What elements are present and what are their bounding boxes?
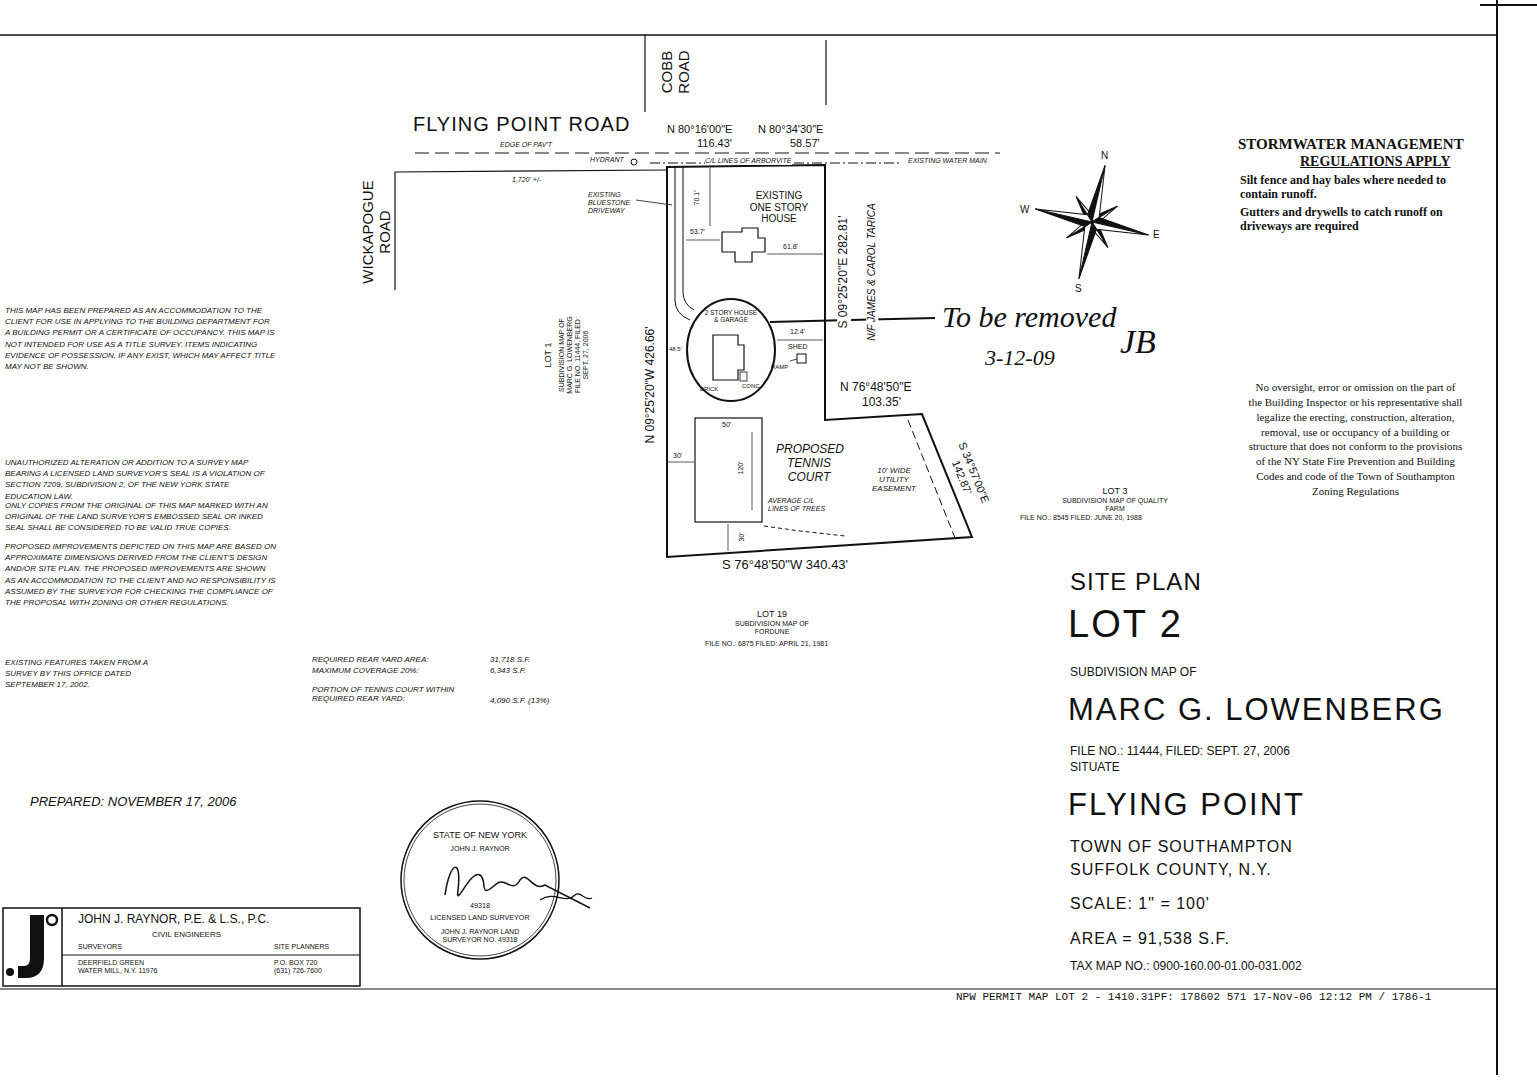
map-label: SUBDIVISION MAP OF QUALITY FARM — [1062, 497, 1168, 513]
node-text: LICENSED LAND SURVEYOR — [400, 914, 560, 922]
map-label: N 80°34'30"E — [758, 123, 823, 136]
map-label: UNAUTHORIZED ALTERATION OR ADDITION TO A… — [5, 457, 277, 502]
map-label: Gutters and drywells to catch runoff on … — [1240, 206, 1485, 234]
map-label: 48.5' — [669, 346, 682, 353]
map-label: AREA = 91,538 S.F. — [1070, 930, 1230, 948]
map-label: 3-12-09 — [985, 345, 1055, 370]
map-label: LOT 19 — [737, 609, 807, 619]
map-label: FILE NO.: 6875 FILED: APRIL 21, 1981 — [705, 640, 828, 648]
map-label: EDGE OF PAV'T — [500, 141, 552, 149]
map-label: 10' WIDE UTILITY EASEMENT — [866, 466, 922, 494]
map-label: TAX MAP NO.: 0900-160.00-01.00-031.002 — [1070, 960, 1302, 974]
map-label: No oversight, error or omission on the p… — [1248, 380, 1463, 499]
node-text: JOHN J. RAYNOR LAND SURVEYOR NO. 49318 — [435, 928, 525, 944]
map-label: EXISTING ONE STORY HOUSE — [748, 190, 810, 225]
map-label: JB — [1120, 322, 1156, 361]
node-text: 49318 — [400, 902, 560, 910]
map-label: 12.4' — [790, 328, 805, 336]
map-label: WICKAPOGUE ROAD — [359, 175, 394, 290]
map-label: PROPOSED TENNIS COURT — [776, 443, 842, 484]
map-label: S — [1075, 283, 1082, 295]
map-label: EXISTING BLUESTONE DRIVEWAY — [588, 191, 634, 215]
map-label: 31,718 S.F. — [490, 655, 530, 664]
map-label: N 80°16'00"E — [667, 123, 732, 136]
map-label: FILE NO.: 8545 FILED: JUNE 20, 1988 — [1020, 514, 1142, 522]
map-label: 53.7' — [690, 228, 705, 236]
map-label: COBB ROAD — [658, 47, 693, 97]
map-label: EXISTING FEATURES TAKEN FROM A SURVEY BY… — [5, 657, 180, 691]
map-label: THIS MAP HAS BEEN PREPARED AS AN ACCOMMO… — [5, 305, 277, 372]
map-label: ONLY COPIES FROM THE ORIGINAL OF THIS MA… — [5, 500, 277, 534]
map-label: TOWN OF SOUTHAMPTON — [1070, 838, 1293, 856]
node-text: SURVEYORS — [78, 943, 122, 951]
map-label: N 09°25'20"W 426.66' — [644, 326, 658, 443]
map-label: SUBDIVISION MAP OF MARC G. LOWENBERG FIL… — [558, 309, 590, 401]
map-label: S 09°25'20"E 282.81' — [837, 215, 851, 328]
map-label: EXISTING WATER MAIN — [908, 157, 987, 165]
map-label: C/L LINES OF ARBORVITE — [705, 157, 792, 165]
map-label: SUFFOLK COUNTY, N.Y. — [1070, 861, 1272, 879]
map-label: 120' — [737, 461, 745, 474]
map-label: 30' — [673, 452, 682, 460]
node-text: JOHN J. RAYNOR — [400, 845, 560, 853]
map-label: E — [1153, 229, 1160, 241]
map-label: S 76°48'50"W 340.43' — [722, 558, 848, 573]
map-label: 70.1' — [693, 191, 701, 206]
node-text: STATE OF NEW YORK — [400, 830, 560, 840]
circled-house: 2 STORY HOUSE & GARAGE — [686, 298, 776, 402]
map-label: LOT 2 — [1068, 603, 1183, 647]
map-label: STORMWATER MANAGEMENT — [1238, 136, 1464, 153]
node-text: SITE PLANNERS — [274, 943, 329, 951]
sheet-title: SITE PLAN — [1070, 568, 1202, 596]
node-text: 2 STORY HOUSE & GARAGE — [703, 309, 759, 324]
map-label: FILE NO.: 11444, FILED: SEPT. 27, 2006 — [1070, 745, 1290, 759]
map-label: 6,343 S.F. — [490, 666, 526, 675]
map-label: NPW PERMIT MAP LOT 2 - 1410.31PF: 178602… — [956, 991, 1431, 1004]
map-label: 58.57' — [790, 137, 820, 150]
map-label: HYDRANT — [590, 156, 624, 164]
map-label: REGULATIONS APPLY — [1300, 154, 1451, 170]
node-text: P.O. BOX 720 (631) 726-7600 — [274, 959, 332, 975]
map-label: SHED — [788, 343, 807, 351]
node-text: DEERFIELD GREEN WATER MILL, N.Y. 11976 — [78, 959, 166, 975]
map-label: SCALE: 1" = 100' — [1070, 895, 1210, 913]
surveyor-seal: STATE OF NEW YORK JOHN J. RAYNOR 49318LICE… — [400, 800, 560, 970]
map-label: N — [1101, 150, 1108, 162]
map-label: 116.43' — [697, 137, 732, 150]
map-label: LOT 3 — [1090, 486, 1140, 496]
map-label: MARC G. LOWENBERG — [1068, 692, 1445, 728]
node-text: CIVIL ENGINEERS — [152, 930, 221, 939]
node-outline — [400, 800, 560, 970]
map-label: W — [1020, 204, 1029, 216]
node-text: JOHN J. RAYNOR, P.E. & L.S., P.C. — [78, 913, 269, 927]
map-label: REQUIRED REAR YARD AREA: — [312, 655, 428, 664]
map-label: 1,720' +/- — [512, 176, 541, 184]
map-label: MAXIMUM COVERAGE 20%: — [312, 666, 419, 675]
map-label: 30' — [738, 532, 746, 541]
map-label: SUBDIVISION MAP OF FORDUNE — [722, 620, 822, 636]
map-label: PORTION OF TENNIS COURT WITHIN REQUIRED … — [312, 685, 482, 703]
map-label: Silt fence and hay bales where needed to… — [1240, 174, 1485, 202]
map-label: 4,090 S.F. (13%) — [490, 696, 549, 705]
map-label: To be removed — [942, 300, 1116, 335]
map-label: SITUATE — [1070, 761, 1120, 775]
map-label: AVERAGE C/L LINES OF TREES — [768, 497, 828, 513]
map-label: FLYING POINT — [1068, 787, 1305, 823]
title-block: JOHN J. RAYNOR, P.E. & L.S., P.C. CIVIL E… — [62, 908, 360, 986]
map-label: 50' — [722, 421, 731, 429]
map-label: N 76°48'50"E — [840, 381, 911, 395]
map-label: S 34°57'00"E 142.87' — [941, 433, 994, 517]
map-label: 103.35' — [862, 396, 901, 410]
map-label: N/F JAMES & CAROL TARICA — [866, 203, 878, 340]
map-label: PREPARED: NOVEMBER 17, 2006 — [30, 795, 236, 810]
map-label: FLYING POINT ROAD — [413, 113, 630, 136]
map-label: SUBDIVISION MAP OF — [1070, 666, 1196, 680]
map-label: PROPOSED IMPROVEMENTS DEPICTED ON THIS M… — [5, 541, 277, 608]
map-label: 61.8' — [783, 243, 798, 251]
map-label: LOT 1 — [543, 343, 553, 368]
